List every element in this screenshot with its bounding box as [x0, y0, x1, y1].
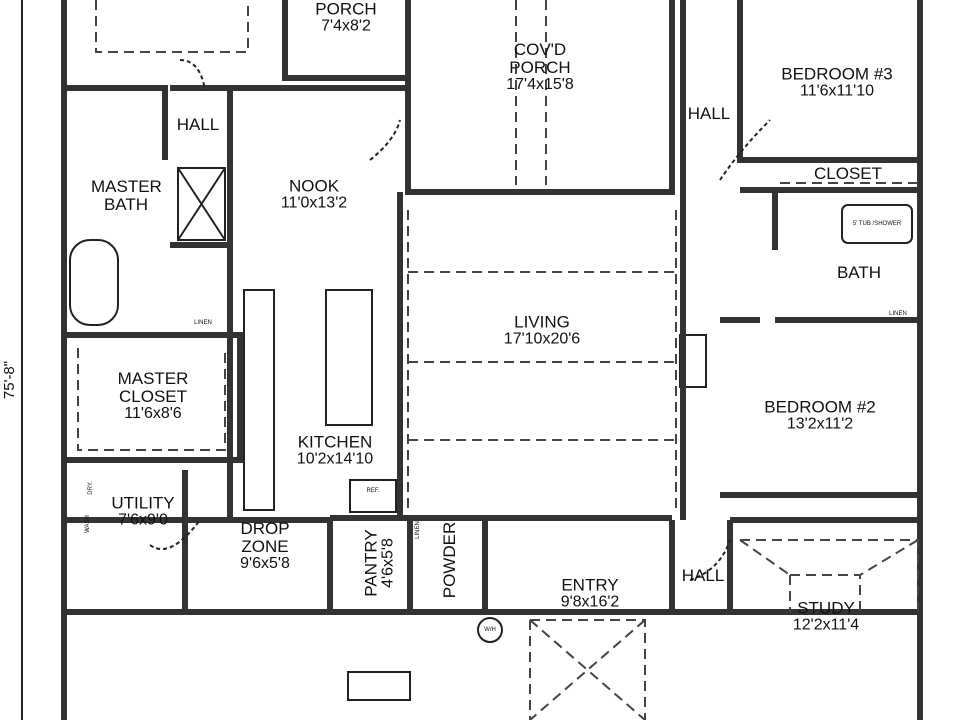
room-name: BEDROOM #2: [764, 397, 876, 417]
tub-shower-label: 5' TUB /SHOWER: [852, 220, 902, 227]
room-name: BEDROOM #3: [781, 64, 893, 84]
living-beams: [407, 210, 677, 512]
room-name: UTILITY: [111, 493, 175, 513]
overall-dimension: 75'-8": [1, 360, 19, 400]
room-name: CLOSET: [813, 164, 883, 184]
room-dims: 10'2x14'10: [296, 450, 374, 468]
master-closet-shelf: [77, 348, 226, 451]
room-name: ENTRY: [561, 575, 619, 595]
master-tub: [69, 239, 119, 326]
room-name: HALL: [681, 566, 725, 586]
room-dims: 11'6x8'6: [124, 404, 182, 422]
dryer-label: DRY.: [87, 481, 94, 495]
linen-label: LINEN: [414, 521, 421, 539]
room-dims: 7'6x9'0: [118, 511, 168, 529]
room-name: MASTER CLOSET: [117, 368, 189, 406]
room-hall: HALL: [682, 567, 725, 585]
service-wall: [182, 515, 672, 612]
room-name: STUDY: [797, 598, 855, 618]
linen-label: LINEN: [889, 310, 907, 317]
study-ceiling: [739, 539, 919, 612]
room-name: MASTER BATH: [91, 177, 162, 214]
room-dims: 9'8x16'2: [560, 593, 620, 611]
room-bath: BATH: [837, 264, 881, 282]
kitchen-island: [325, 289, 373, 426]
bath-tub: [841, 204, 913, 244]
room-dims: 11'6x11'10: [799, 82, 875, 100]
room-dims: 17'10x20'6: [503, 330, 581, 348]
water-heater-label: W/H: [484, 626, 496, 633]
room-dims: 11'0x13'2: [280, 194, 348, 212]
linen-label: LINEN: [194, 319, 212, 326]
porch-outline: [95, 0, 249, 53]
room-hall: HALL: [688, 105, 731, 123]
covd-porch-wall: [405, 0, 675, 195]
room-name: DROP ZONE: [240, 518, 290, 556]
room-closet: CLOSET: [814, 165, 882, 183]
room-powder: POWDER: [440, 521, 460, 599]
refrigerator-label: REF.: [366, 487, 380, 494]
room-name: KITCHEN: [297, 432, 373, 452]
exterior-wall: [61, 0, 923, 720]
water-heater: [477, 617, 503, 643]
kitchen-counter: [243, 289, 275, 511]
master-wing-wall: [64, 85, 330, 523]
door-swing: [149, 59, 771, 581]
room-master-bath: MASTER BATH: [91, 177, 162, 214]
room-name: PORCH: [315, 0, 377, 19]
porch-wall: [282, 0, 411, 81]
washer-label: WASH: [84, 515, 91, 533]
room-name: HALL: [687, 104, 731, 124]
shower: [177, 167, 226, 241]
entry-ceiling: [529, 619, 646, 720]
room-name: PANTRY: [361, 529, 381, 597]
room-dims: 12'2x11'4: [792, 616, 860, 634]
room-name: NOOK: [288, 176, 340, 196]
room-name: COV'D PORCH: [509, 39, 571, 77]
right-wing-wall: [669, 0, 920, 612]
room-dims: 4'6x5'8: [379, 538, 397, 588]
nook-wall: [230, 85, 411, 520]
refrigerator: [349, 479, 397, 513]
room-dims: 7'4x8'2: [321, 17, 371, 35]
garage-vent: [347, 671, 411, 701]
room-name: LIVING: [514, 312, 570, 332]
room-dims: 9'6x5'8: [240, 554, 290, 572]
room-dims: 17'4x15'8: [506, 75, 574, 93]
room-name: POWDER: [440, 521, 460, 599]
room-dims: 13'2x11'2: [786, 415, 854, 433]
room-hall: HALL: [177, 116, 220, 134]
room-name: HALL: [176, 115, 220, 135]
room-name: BATH: [836, 263, 882, 283]
